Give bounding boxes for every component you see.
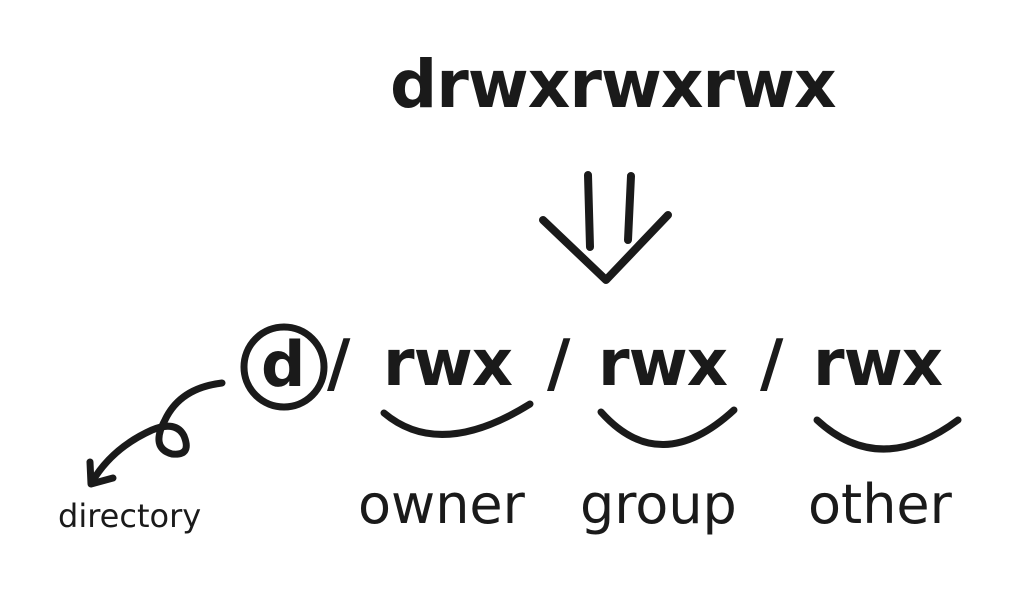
group-label: group [580, 473, 737, 536]
group-brace [597, 406, 738, 448]
directory-label: directory [58, 497, 202, 535]
type-char-circle [240, 323, 328, 411]
owner-bits: rwx [383, 327, 513, 401]
separator-3: / [760, 327, 784, 401]
separator-2: / [547, 327, 571, 401]
owner-label: owner [358, 473, 525, 536]
owner-brace [380, 400, 534, 438]
other-brace [813, 416, 962, 453]
type-char: d [261, 328, 306, 401]
double-arrow-down-icon [539, 171, 672, 284]
separator-1: / [327, 327, 351, 401]
other-bits: rwx [813, 327, 943, 401]
permission-string: drwxrwxrwx [390, 46, 837, 123]
group-bits: rwx [598, 327, 728, 401]
other-label: other [808, 473, 952, 536]
curved-arrow-icon [86, 379, 226, 488]
